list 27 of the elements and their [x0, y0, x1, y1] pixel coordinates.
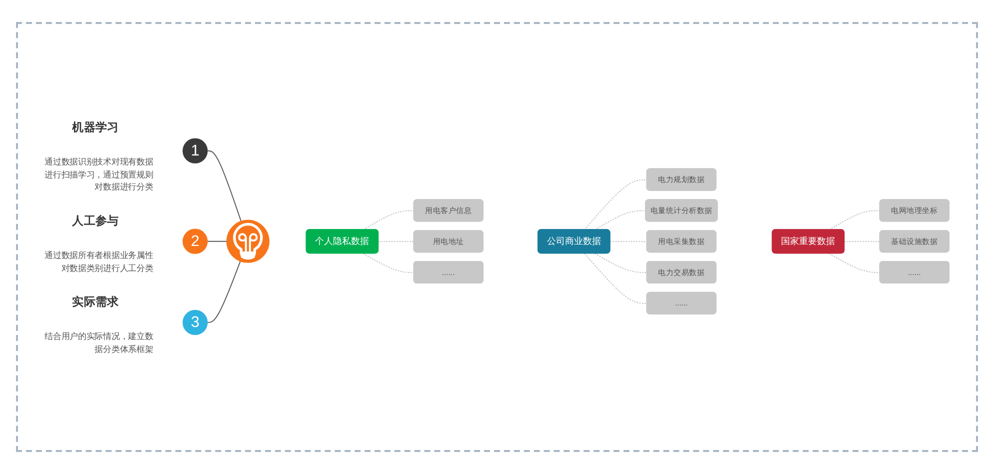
connector-line [828, 253, 880, 274]
heading-text: 实际需求 [72, 295, 119, 308]
number-circle: 1 [182, 138, 208, 164]
connector-line [584, 253, 648, 304]
number-circle: 2 [182, 228, 208, 254]
number-circle: 3 [182, 310, 208, 335]
connector-line [206, 260, 241, 323]
connector-line [594, 253, 648, 274]
category-header: 国家重要数据 [772, 229, 845, 254]
connector-line [828, 210, 880, 230]
connector-line [362, 210, 414, 230]
connector-line [206, 240, 228, 242]
category-header: 公司商业数据 [538, 229, 610, 254]
lightbulb-circle [226, 220, 270, 263]
connector-line [584, 179, 648, 230]
description-text: 通过数据识别技术对现有数据进行扫描学习，通过预置规则对数据进行分类 [44, 156, 154, 192]
category-header: 个人隐私数据 [306, 229, 379, 254]
connector-line [378, 240, 414, 242]
connector-line [206, 150, 242, 222]
description-text: 结合用户的实际情况，建立数据分类体系框架 [44, 331, 154, 354]
description-text: 通过数据所有者根据业务属性对数据类别进行人工分类 [44, 250, 154, 273]
connector-line [844, 240, 880, 242]
connector-line [362, 253, 414, 274]
heading-text: 人工参与 [72, 214, 119, 228]
heading-text: 机器学习 [72, 120, 119, 134]
connector-line [594, 210, 646, 230]
connector-line [610, 240, 648, 242]
